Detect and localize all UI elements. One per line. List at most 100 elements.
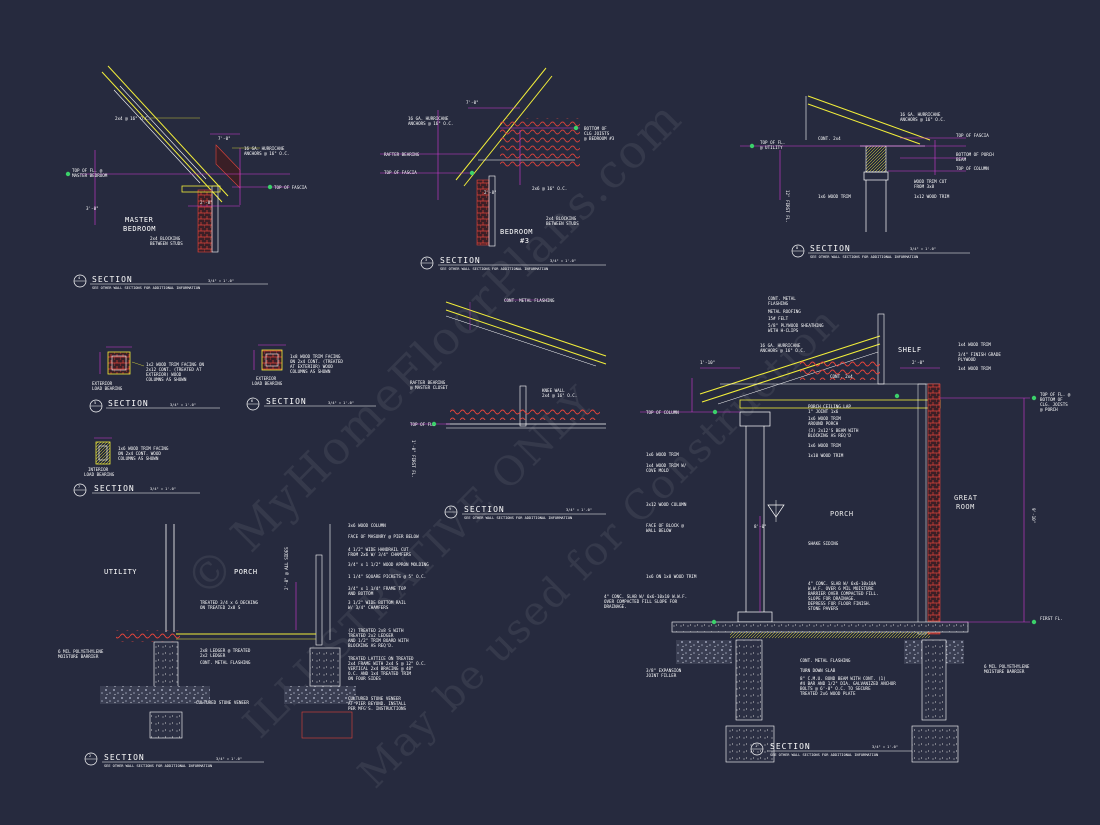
s1-note-27: WALL BELOW (646, 528, 672, 533)
s1-note-32: SHAKE SIDING (808, 541, 839, 546)
s2-note-20: BLOCKING AS REQ'D. (348, 643, 393, 648)
s1-note-29: 4" CONC. SLAB W/ 6x6-10x10 W.W.F. (604, 594, 687, 599)
s9-title: SECTION (464, 505, 505, 514)
s1-note-16: 1x6 WOOD TRIM (808, 416, 841, 421)
s1-note-19: BLOCKING AS REQ'D (808, 433, 851, 438)
s6-note-1: 1x8 WOOD TRIM FACING (290, 354, 341, 359)
s6-scale: 3/4" = 1'-0" (328, 401, 354, 405)
s2-note-6: 3/4" x 1 1/4" FRAME TOP (348, 586, 406, 591)
s1-note-21: 1x10 WOOD TRIM (808, 453, 844, 458)
s1-note-26: FACE OF BLOCK @ (646, 523, 684, 528)
s8-note-cont: CONT. 2x4 (818, 136, 841, 141)
s1-note-30: OVER COMPACTED FILL SLOPE FOR (604, 599, 678, 604)
s1-note-57: 8'-0" (754, 524, 767, 529)
s2-note-29: PER MFG'S. INSTRUCTIONS (348, 706, 406, 711)
s5-note-1: 1x2 WOOD TRIM FACING ON (146, 362, 204, 367)
s3-scale: 3/4" = 1'-0" (550, 259, 576, 263)
s1-room2: GREAT (954, 494, 978, 502)
s3-note-bot1: BOTTOM OF (584, 126, 607, 131)
s1-note-23: 1x4 WOOD TRIM W/ (646, 463, 687, 468)
s6-note-3: AT EXTERIOR) WOOD (290, 364, 333, 369)
s8-subnote: SEE OTHER WALL SECTIONS FOR ADDITIONAL I… (810, 255, 918, 259)
s5-title: SECTION (108, 399, 149, 408)
s7-cap1: INTERIOR (88, 467, 109, 472)
s4-num: 4 (78, 276, 80, 280)
s9-note-knee1: KNEE WALL (542, 388, 565, 393)
s1-note-53: FIRST FL. (1040, 616, 1063, 621)
s1-note-46: TREATED 2x6 WOOD PLATE (800, 691, 856, 696)
s1-note-25: 3x12 WOOD COLUMN (646, 502, 687, 507)
s4-room1: MASTER (125, 216, 154, 224)
s1-note-56: 9'-10" (1031, 508, 1036, 523)
s8-scale: 3/4" = 1'-0" (910, 247, 936, 251)
section-4-drawing: 2x4 @ 16" O.C. 16 GA. HURRICANE ANCHORS … (65, 65, 307, 290)
s1-note-11: PLYWOOD (958, 357, 976, 362)
s1-note-3: 15# FELT (768, 316, 789, 321)
section-1-drawing: PORCH GREAT ROOM SHELF CONT. METAL FLASH… (604, 296, 1071, 763)
s2-note-18: TREATED 2x2 LEDGER (348, 633, 394, 638)
s1-note-6: 16 GA. HURRICANE (760, 343, 801, 348)
s2-subnote: SEE OTHER WALL SECTIONS FOR ADDITIONAL I… (104, 764, 212, 768)
s1-room1: PORCH (830, 510, 854, 518)
s1-note-13: TOP OF COLUMN (646, 410, 679, 415)
s1-note-22: 1x6 WOOD TRIM (646, 452, 679, 457)
s4-dim-2: 2'-8" (200, 200, 213, 205)
s2-note-22: 2x4 FRAME WITH 2x4 S @ 12" O.C. (348, 661, 426, 666)
s2-room2: PORCH (234, 568, 258, 576)
s2-note-28: AT PIER BEYOND. INSTALL (348, 701, 406, 706)
s1-note-51: CLG. JOISTS (1040, 402, 1068, 407)
s8-note-topfl2: @ UTILITY (760, 145, 783, 150)
s5-note-4: COLUMNS AS SHOWN (146, 377, 187, 382)
s8-note-trim4: 1x12 WOOD TRIM (914, 194, 950, 199)
s1-note-34: W.W.F. OVER 6 MIL MOISTURE (808, 586, 874, 591)
s2-note-7: AND BOTTOM (348, 591, 374, 596)
s2-note-24: O.C. AND 1x4 TREATED TRIM (348, 671, 412, 676)
s5-cap2: LOAD BEARING (92, 386, 123, 391)
s3-note-bot2: CLG JOISTS (584, 131, 610, 136)
s4-note-rafter: 2x4 @ 16" O.C. (115, 116, 150, 121)
s9-note-knee2: 2x4 @ 16" O.C. (542, 393, 577, 398)
s2-note-14: CONT. METAL FLASHING (200, 660, 251, 665)
s7-note-1: 1x6 WOOD TRIM FACING (118, 446, 169, 451)
s2-note-13: 2x2 LEDGER (200, 653, 226, 658)
s1-num: 1 (755, 744, 757, 748)
s7-cap2: LOAD BEARING (84, 472, 115, 477)
s1-note-33: 4" CONC. SLAB W/ 6x6-10x10A (808, 581, 877, 586)
s8-title: SECTION (810, 244, 851, 253)
s9-num: 9 (449, 507, 451, 511)
s1-note-40: 3/8" EXPANSION (646, 668, 682, 673)
s6-note-4: COLUMNS AS SHOWN (290, 369, 331, 374)
section-9-drawing: CONT. METAL FLASHING RAFTER BEARING @ MA… (410, 298, 607, 520)
s8-note-porch2: BEAM (956, 157, 967, 162)
s2-note-1: FACE OF MASONRY @ PIER BELOW (348, 534, 419, 539)
s1-note-1: FLASHING (768, 301, 789, 306)
s1-note-36: SLOPE FOR DRAINAGE. (808, 596, 856, 601)
s4-note-blocking2: BETWEEN STUDS (150, 241, 183, 246)
s9-note-rafter1: RAFTER BEARING (410, 380, 446, 385)
s1-room3: ROOM (956, 503, 975, 511)
s7-scale: 3/4" = 1'-0" (150, 487, 176, 491)
s1-note-15: 1" JOINT 1x6 (808, 409, 839, 414)
s3-note-rafter: RAFTER BEARING (384, 152, 420, 157)
s3-room2: #3 (520, 237, 529, 245)
s2-note-15: 6 MIL POLYETHYLENE (58, 649, 104, 654)
s8-note-porch1: BOTTOM OF PORCH (956, 152, 994, 157)
s3-room1: BEDROOM (500, 228, 533, 236)
s1-note-8: CONT. 2x4 (830, 374, 853, 379)
s3-note-fascia: TOP OF FASCIA (384, 170, 417, 175)
s1-note-24: COVE MOLD (646, 468, 669, 473)
s1-note-31: DRAINAGE. (604, 604, 627, 609)
s4-dim-3: 3'-0" (86, 206, 99, 211)
s3-note-block1: 2x4 BLOCKING (546, 216, 577, 221)
s4-note-blocking1: 2x4 BLOCKING (150, 236, 181, 241)
s1-note-42: TURN DOWN SLAB (800, 668, 836, 673)
s1-note-2: METAL ROOFING (768, 309, 801, 314)
s9-note-topfl: TOP OF FL. (410, 422, 435, 427)
s8-note-trim2: FROM 3x8 (914, 184, 935, 189)
s1-title: SECTION (770, 742, 811, 751)
s4-note-topfl1: TOP OF FL. @ (72, 168, 103, 173)
s2-note-9: W/ 3/4" CHAMFERS (348, 605, 389, 610)
section-7-drawing: 1x6 WOOD TRIM FACING ON 2x4 CONT. WOOD C… (73, 437, 200, 497)
s1-note-55: 2'-0" (912, 360, 925, 365)
section-5-drawing: 1x2 WOOD TRIM FACING ON 2x12 CONT. (TREA… (89, 346, 220, 413)
